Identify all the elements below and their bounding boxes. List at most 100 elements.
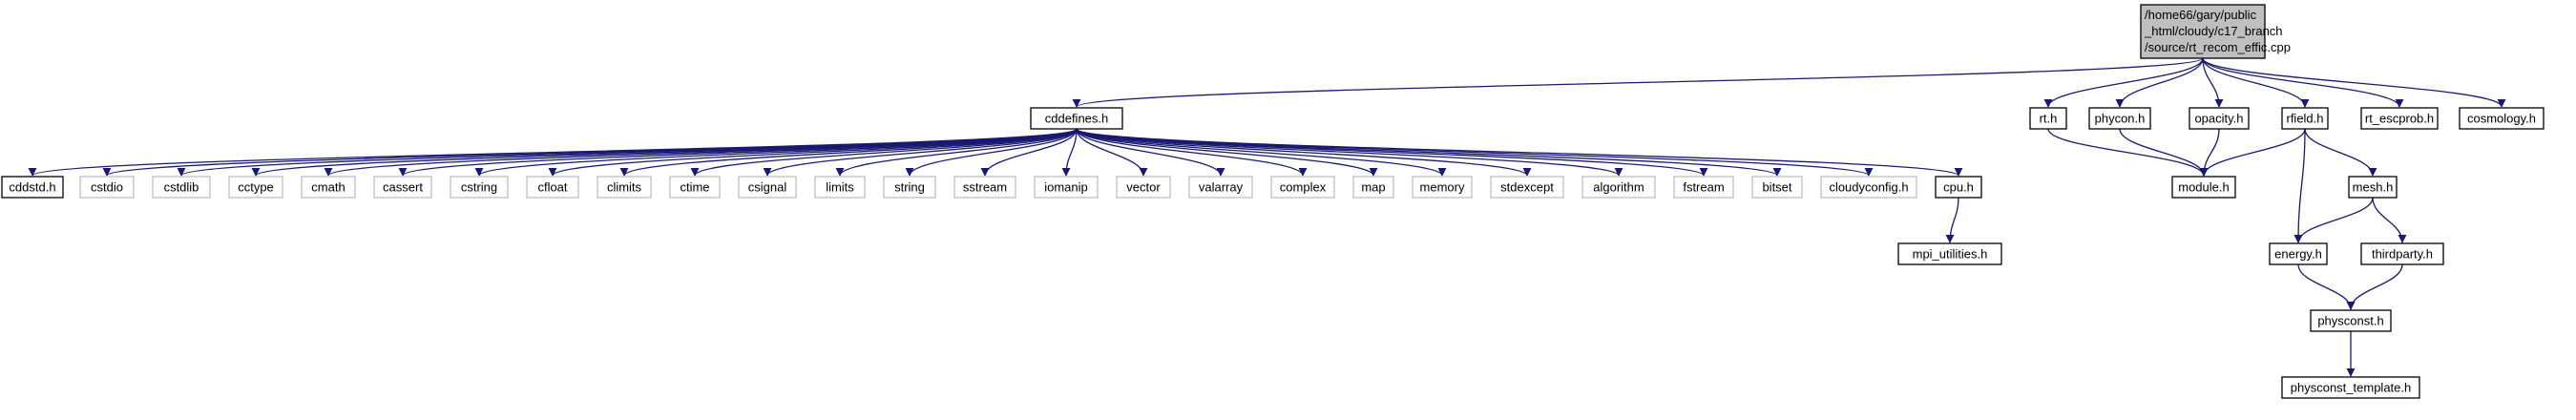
node-box	[1188, 176, 1253, 199]
node-label: rt_escprob.h	[2365, 112, 2434, 126]
edge-mesh-to-thirdparty	[2372, 197, 2407, 243]
node-label: mpi_utilities.h	[1913, 247, 1988, 262]
node-box	[1820, 176, 1917, 199]
node-physconst-template[interactable]: physconst_template.h	[2281, 376, 2420, 399]
node-phycon[interactable]: phycon.h	[2088, 107, 2151, 130]
edge-cddefines-to-complex	[1076, 128, 1308, 177]
node-limits[interactable]: limits	[814, 176, 866, 199]
root-label-line: _html/cloudy/c17_branch	[2144, 24, 2283, 38]
node-root[interactable]: /home66/gary/public_html/cloudy/c17_bran…	[2140, 4, 2291, 59]
edge-cddefines-to-limits	[835, 128, 1078, 177]
node-energy[interactable]: energy.h	[2269, 242, 2328, 265]
node-label: ctime	[680, 180, 709, 195]
node-box	[2310, 309, 2392, 332]
node-rt[interactable]: rt.h	[2029, 107, 2067, 130]
node-label: cassert	[383, 180, 423, 195]
node-valarray[interactable]: valarray	[1188, 176, 1253, 199]
edge-root-to-cddefines	[1072, 57, 2204, 108]
node-rt-escprob[interactable]: rt_escprob.h	[2360, 107, 2439, 130]
node-string[interactable]: string	[883, 176, 936, 199]
node-box	[2140, 4, 2266, 59]
edge-rfield-to-module	[2199, 128, 2306, 177]
node-cctype[interactable]: cctype	[228, 176, 283, 199]
node-cfloat[interactable]: cfloat	[526, 176, 579, 199]
edge-cddefines-to-csignal	[763, 128, 1078, 177]
node-box	[301, 176, 356, 199]
node-label: cddstd.h	[9, 180, 55, 195]
node-rfield[interactable]: rfield.h	[2281, 107, 2329, 130]
node-box	[2088, 107, 2151, 130]
node-box	[2281, 107, 2329, 130]
node-label: cmath	[311, 180, 345, 195]
edge-energy-to-physconst	[2297, 263, 2356, 310]
node-climits[interactable]: climits	[597, 176, 652, 199]
node-label: cctype	[238, 180, 274, 195]
node-vector[interactable]: vector	[1116, 176, 1171, 199]
node-cddstd[interactable]: cddstd.h	[1, 176, 64, 199]
edge-root-to-rt	[2043, 57, 2204, 108]
node-box	[1490, 176, 1564, 199]
node-box	[373, 176, 432, 199]
node-label: phycon.h	[2095, 112, 2146, 126]
node-label: physconst_template.h	[2291, 381, 2411, 395]
node-cloudyconfig[interactable]: cloudyconfig.h	[1820, 176, 1917, 199]
node-physconst[interactable]: physconst.h	[2310, 309, 2392, 332]
node-box	[1935, 176, 1982, 199]
edge-cddefines-to-climits	[619, 128, 1078, 177]
node-mpi-utilities[interactable]: mpi_utilities.h	[1897, 242, 2002, 265]
edge-root-to-opacity	[2202, 57, 2224, 108]
node-box	[2171, 176, 2236, 199]
node-label: fstream	[1683, 180, 1724, 195]
node-memory[interactable]: memory	[1412, 176, 1473, 199]
node-label: module.h	[2178, 180, 2229, 195]
node-stdexcept[interactable]: stdexcept	[1490, 176, 1564, 199]
node-mesh[interactable]: mesh.h	[2348, 176, 2398, 199]
node-cpu[interactable]: cpu.h	[1935, 176, 1982, 199]
edge-cddefines-to-string	[905, 128, 1078, 177]
node-label: vector	[1126, 180, 1161, 195]
node-label: thirdparty.h	[2372, 247, 2433, 262]
node-csignal[interactable]: csignal	[738, 176, 797, 199]
node-cstring[interactable]: cstring	[450, 176, 509, 199]
edge-cddefines-to-cmath	[324, 128, 1078, 177]
edge-thirdparty-to-physconst	[2346, 263, 2403, 310]
node-ctime[interactable]: ctime	[669, 176, 721, 199]
node-bitset[interactable]: bitset	[1751, 176, 1803, 199]
node-label: physconst.h	[2317, 314, 2383, 328]
node-box	[953, 176, 1016, 199]
node-box	[526, 176, 579, 199]
node-cassert[interactable]: cassert	[373, 176, 432, 199]
edge-cddefines-to-ctime	[690, 128, 1078, 177]
edge-cddefines-to-iomanip	[1061, 128, 1078, 177]
node-cstdlib[interactable]: cstdlib	[152, 176, 211, 199]
node-fstream[interactable]: fstream	[1673, 176, 1734, 199]
node-algorithm[interactable]: algorithm	[1581, 176, 1656, 199]
node-label: limits	[826, 180, 854, 195]
node-label: cstring	[461, 180, 497, 195]
node-label: cfloat	[537, 180, 567, 195]
node-cddefines[interactable]: cddefines.h	[1030, 107, 1123, 130]
node-module[interactable]: module.h	[2171, 176, 2236, 199]
node-thirdparty[interactable]: thirdparty.h	[2360, 242, 2444, 265]
node-iomanip[interactable]: iomanip	[1034, 176, 1099, 199]
node-label: cloudyconfig.h	[1829, 180, 1908, 195]
node-cstdio[interactable]: cstdio	[79, 176, 135, 199]
node-label: sstream	[963, 180, 1007, 195]
node-box	[1412, 176, 1473, 199]
node-box	[1751, 176, 1803, 199]
node-box	[1, 176, 64, 199]
node-box	[1034, 176, 1099, 199]
edge-cddefines-to-valarray	[1076, 128, 1225, 177]
node-cosmology[interactable]: cosmology.h	[2459, 107, 2545, 130]
node-label: map	[1361, 180, 1385, 195]
node-cmath[interactable]: cmath	[301, 176, 356, 199]
root-label-line: /source/rt_recom_effic.cpp	[2145, 40, 2291, 54]
node-label: rt.h	[2040, 112, 2058, 126]
node-map[interactable]: map	[1352, 176, 1394, 199]
node-complex[interactable]: complex	[1270, 176, 1335, 199]
node-box	[1270, 176, 1335, 199]
node-sstream[interactable]: sstream	[953, 176, 1016, 199]
node-label: valarray	[1199, 180, 1244, 195]
node-opacity[interactable]: opacity.h	[2189, 107, 2250, 130]
edge-mesh-to-energy	[2293, 197, 2374, 243]
